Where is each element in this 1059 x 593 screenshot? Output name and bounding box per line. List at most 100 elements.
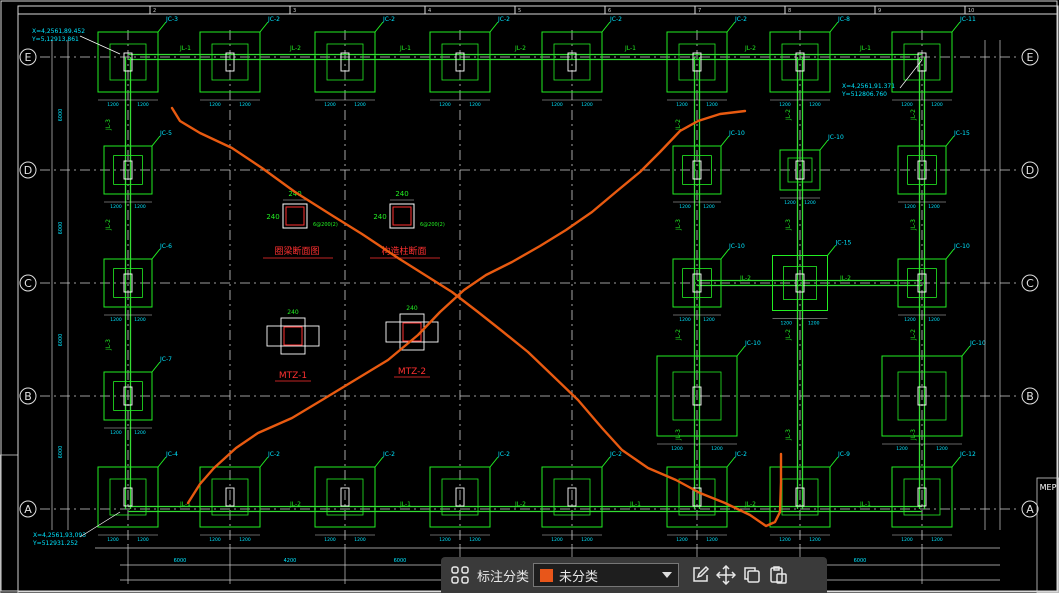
beam-label: JL-2 [675,329,682,341]
footing-dim: 1200 [804,200,816,206]
column-wall [385,321,439,343]
freehand-annotation-stroke[interactable] [186,109,747,505]
title-block-text: MEP [1040,483,1057,492]
dimension-value: 6000 [58,109,64,122]
footing-tag: JC-7 [159,356,172,363]
column-stub [917,386,927,406]
footing-dim: 1200 [706,102,718,108]
column-dim: 240 [406,305,418,312]
move-icon[interactable] [713,562,739,588]
column-stub [795,487,805,507]
axis-bubble [1021,161,1039,179]
coordinate-text: X=4,2561,93,093 [33,532,86,539]
edit-icon[interactable] [687,562,713,588]
footing-tag: JC-10 [744,340,761,347]
ruler-label: 7 [698,8,701,14]
column-stub [692,160,702,180]
ruler-label: 8 [788,8,791,14]
axis-label-b: B [1026,390,1034,403]
pile-cap-footing[interactable]: JC-2 1200 1200 [314,451,395,543]
category-color-swatch [540,568,554,582]
footing-dim: 1200 [439,537,451,543]
footing-tag: JC-11 [959,16,976,23]
footing-tag: JC-2 [382,451,395,458]
footing-outer [672,145,722,195]
footing-dim: 1200 [354,537,366,543]
footing-outer [897,258,947,308]
copy-icon[interactable] [739,562,765,588]
column-stub [123,160,133,180]
beam-label: JL-2 [514,45,526,52]
freehand-annotation-stroke[interactable] [170,106,783,528]
column-name: MTZ-2 [398,367,426,377]
beam-label: JL-2 [785,109,792,121]
column-stub [123,273,133,293]
footing-dim: 1200 [809,102,821,108]
coordinate-leader [899,59,923,89]
category-dropdown[interactable]: 未分类 [533,563,680,587]
footing-tag: JC-15 [953,130,970,137]
footing-dim: 1200 [676,537,688,543]
footing-tag: JC-10 [969,340,986,347]
footing-outer [429,466,491,528]
beam-label: JL-1 [859,501,871,508]
label-leader [951,21,961,33]
footing-outer [891,466,953,528]
footing-dim: 1200 [703,317,715,323]
footing-inner [326,478,364,516]
column-stub [455,52,465,72]
beam-label: JL-1 [859,45,871,52]
label-leader [259,456,269,468]
footing-dim: 1200 [439,102,451,108]
label-leader [961,345,971,357]
section-note: 6@200(2) [420,222,445,228]
column-stub [225,487,235,507]
footing-tag: JC-2 [609,16,622,23]
column-stub [455,487,465,507]
footing-outer [881,355,963,437]
footing-inner [109,478,147,516]
footing-inner [672,371,722,421]
footing-tag: JC-2 [497,16,510,23]
paste-icon[interactable] [765,562,791,588]
footing-outer [97,466,159,528]
grid-icon[interactable] [447,562,473,588]
axis-label-d: D [1026,164,1034,177]
axis-bubble [19,500,37,518]
footing-outer [199,31,261,93]
annotation-category-label: 标注分类 [477,569,530,585]
footing-tag: JC-5 [159,130,172,137]
footing-dim: 1200 [324,537,336,543]
